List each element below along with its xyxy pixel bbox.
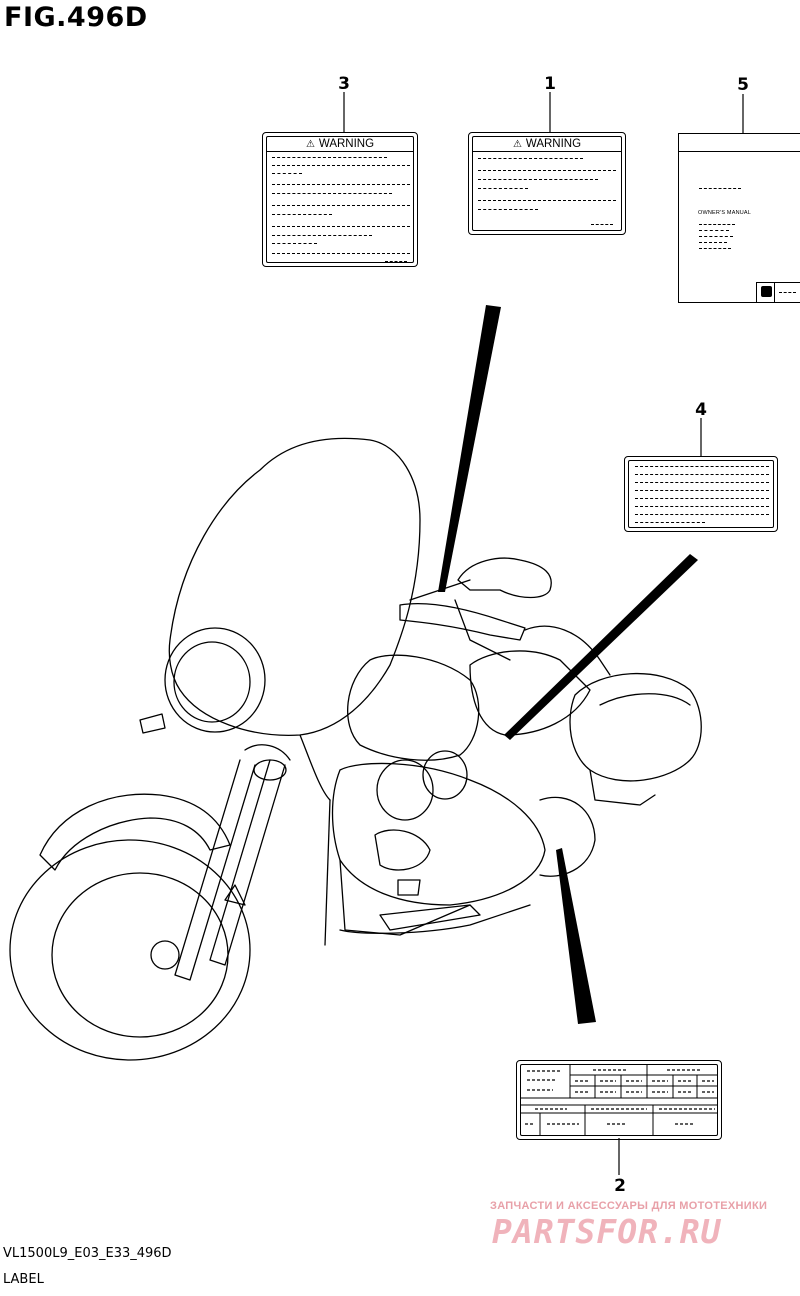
table-label-2-grid <box>521 1065 717 1135</box>
windshield <box>168 437 421 736</box>
warning-label-3-frame: ⚠WARNING <box>266 136 414 263</box>
exhaust <box>339 904 531 934</box>
table-label-2-frame <box>520 1064 718 1136</box>
engine-case <box>331 762 546 906</box>
warning-label-1-frame: ⚠WARNING <box>472 136 622 231</box>
seat <box>469 650 591 736</box>
manual-footer-box <box>756 282 800 302</box>
saddlebag <box>569 673 702 782</box>
front-fork <box>174 759 256 981</box>
warning-label-3-heading: ⚠WARNING <box>267 137 413 152</box>
pointer-wedge-1 <box>438 305 501 592</box>
warning-label-3: ⚠WARNING <box>262 132 418 267</box>
headlight <box>164 627 266 733</box>
callout-4: 4 <box>695 400 707 420</box>
figure-title: FIG.496D <box>4 2 148 33</box>
callout-5: 5 <box>737 75 749 95</box>
model-code: VL1500L9_E03_E33_496D <box>3 1246 172 1261</box>
fuel-tank <box>347 654 480 761</box>
callout-2: 2 <box>614 1176 626 1196</box>
warning-label-1-heading: ⚠WARNING <box>473 137 621 152</box>
front-wheel <box>9 839 251 1061</box>
warning-triangle-icon: ⚠ <box>512 139 522 150</box>
warning-triangle-icon: ⚠ <box>305 139 315 150</box>
mirror <box>457 557 552 599</box>
footboard <box>379 904 481 931</box>
suzuki-emblem-icon <box>761 286 772 297</box>
pointer-wedge-2 <box>556 848 596 1024</box>
handlebar <box>399 603 526 641</box>
owners-manual-text: OWNER'S MANUAL <box>698 210 752 216</box>
pointer-wedge-4 <box>504 554 698 740</box>
watermark-logo: PARTSFOR.RU <box>492 1212 722 1251</box>
callout-1: 1 <box>544 74 556 94</box>
watermark-tagline: ЗАПЧАСТИ И АКСЕССУАРЫ ДЛЯ МОТОТЕХНИКИ <box>490 1200 768 1212</box>
info-label-4-frame <box>628 460 774 528</box>
engine-cylinder-front <box>376 759 434 821</box>
info-label-4 <box>624 456 778 532</box>
section-label: LABEL <box>3 1272 44 1287</box>
callout-3: 3 <box>338 74 350 94</box>
table-label-2 <box>516 1060 722 1140</box>
warning-label-1: ⚠WARNING <box>468 132 626 235</box>
owners-manual-label-5: OWNER'S MANUAL <box>678 133 800 303</box>
front-fender <box>39 793 231 871</box>
